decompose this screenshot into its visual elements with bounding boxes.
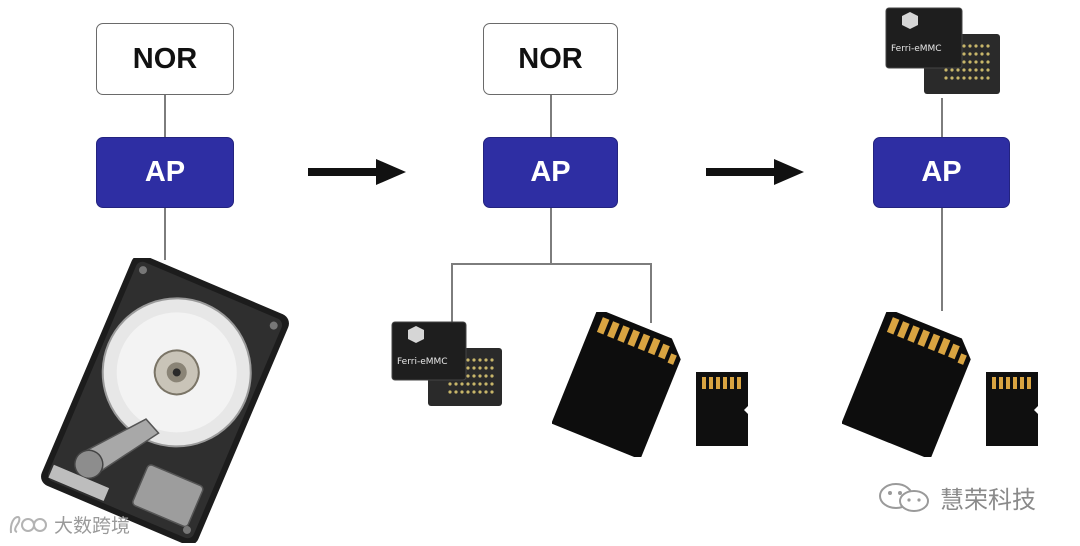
arrow-right-icon — [308, 159, 406, 185]
branch-bus — [451, 263, 651, 265]
chip-label: Ferri-eMMC — [397, 357, 448, 367]
watermark-right-text: 慧荣科技 — [940, 486, 1036, 514]
emmc-chip-icon: Ferri-eMMC — [885, 7, 1000, 94]
connector-ap-cards-3 — [941, 208, 943, 311]
chip-label: Ferri-eMMC — [891, 44, 942, 54]
nor-box-1: NOR — [96, 23, 234, 95]
ap-box-2: AP — [483, 137, 618, 208]
microsd-card-icon — [696, 372, 748, 446]
connector-ap-hdd — [164, 208, 166, 260]
watermark-right: 慧荣科技 — [876, 480, 1036, 515]
ap-box-3: AP — [873, 137, 1010, 208]
arrow-right-icon — [706, 159, 804, 185]
connector-nor-ap-1 — [164, 95, 166, 137]
branch-left-drop — [451, 263, 453, 323]
wechat-icon — [879, 482, 929, 512]
sd-card-icon — [842, 312, 971, 457]
connector-emmc-ap-3 — [941, 98, 943, 137]
sd-card-icon — [552, 312, 681, 457]
watermark-logo-icon — [9, 515, 47, 533]
connector-nor-ap-2 — [550, 95, 552, 137]
microsd-card-icon — [986, 372, 1038, 446]
connector-ap-branch — [550, 208, 552, 264]
ap-box-1: AP — [96, 137, 234, 208]
watermark-left: 大数跨境 — [8, 511, 130, 538]
nor-box-2: NOR — [483, 23, 618, 95]
branch-right-drop — [650, 263, 652, 323]
hard-drive-icon — [41, 258, 289, 543]
emmc-chip-icon: Ferri-eMMC — [391, 321, 502, 406]
watermark-left-text: 大数跨境 — [54, 515, 131, 537]
